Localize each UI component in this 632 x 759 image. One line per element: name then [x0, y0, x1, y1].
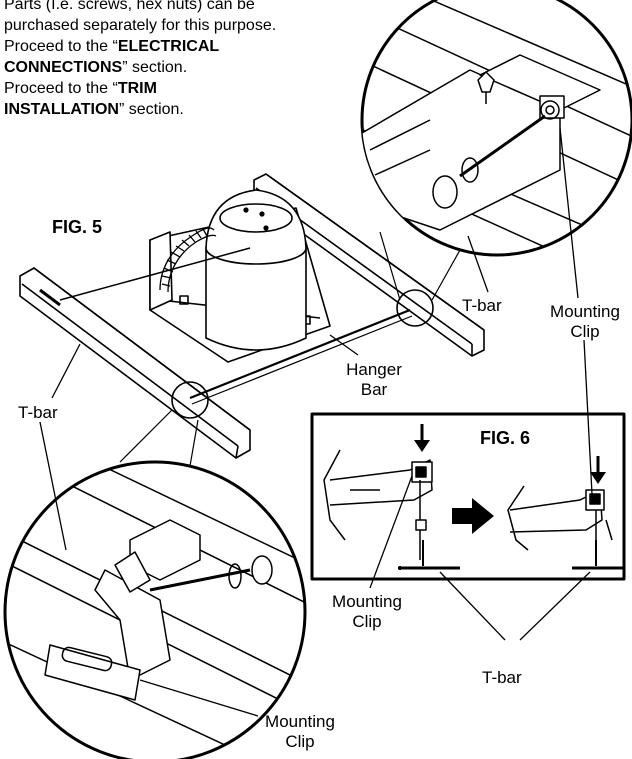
- fig6-label: FIG. 6: [480, 428, 531, 448]
- intro-line-2: purchased separately for this purpose.: [4, 17, 277, 34]
- fixture-assembly: [19, 173, 485, 467]
- mounting-clip-label-fig6: Mounting Clip: [332, 592, 402, 631]
- tbar-label-bottom: T-bar: [482, 668, 522, 687]
- electrical-link-text: ELECTRICAL: [117, 38, 220, 55]
- tbar-label-right: T-bar: [462, 296, 502, 315]
- down-arrow-right: [590, 456, 606, 484]
- trim-link-text: TRIM: [117, 80, 157, 97]
- fig6-box: [310, 412, 626, 581]
- installation-link-text: INSTALLATION: [4, 101, 119, 118]
- fig6-after: [507, 485, 624, 570]
- connections-link-text: CONNECTIONS: [4, 59, 123, 76]
- zoom-circle-top: [360, 0, 632, 257]
- mounting-clip-label-bottom: Mounting Clip: [265, 712, 335, 751]
- fixture-detail-circle-left: [171, 381, 209, 419]
- intro-text: Parts (I.e. screws, hex nuts) can be pur…: [4, 0, 276, 120]
- zoom-circle-bottom: [3, 460, 307, 759]
- fig6-before: [323, 449, 460, 570]
- intro-line-6: INSTALLATION” section.: [4, 101, 184, 118]
- intro-line-1: Parts (I.e. screws, hex nuts) can be: [4, 0, 255, 13]
- down-arrow-left: [414, 424, 430, 452]
- left-tbar-rail: [19, 267, 251, 459]
- tbar-label-left: T-bar: [18, 403, 58, 422]
- fixture-detail-circle-right: [396, 289, 434, 327]
- big-right-arrow-icon: [452, 498, 494, 534]
- hanger-bar: [59, 247, 413, 405]
- leader-lines: [39, 127, 593, 717]
- can-housing: [205, 189, 307, 351]
- mounting-clip-label-top: Mounting Clip: [550, 302, 620, 341]
- intro-line-5: Proceed to the “TRIM: [4, 80, 157, 97]
- intro-line-3: Proceed to the “ELECTRICAL: [4, 38, 220, 55]
- fig5-label: FIG. 5: [52, 217, 103, 237]
- intro-line-4: CONNECTIONS” section.: [4, 59, 188, 76]
- flex-conduit: [159, 227, 217, 293]
- hanger-bar-label: Hanger Bar: [346, 360, 402, 399]
